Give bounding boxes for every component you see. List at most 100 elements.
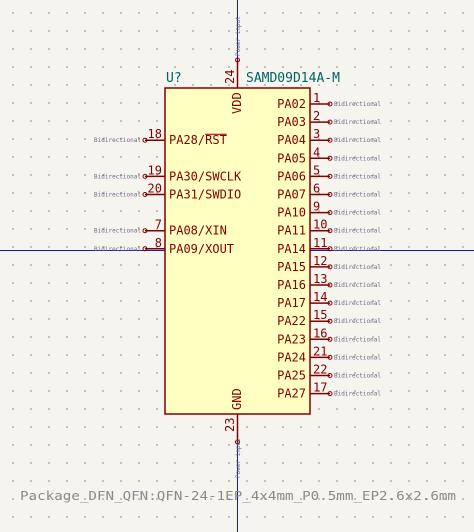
pin-type-top: Power input (235, 16, 242, 56)
pin-number: 22 (313, 363, 327, 377)
pin-number: 7 (155, 218, 162, 232)
pin-right-15[interactable]: 15 PA22 Bidirectional (277, 308, 381, 328)
pin-number: 13 (313, 272, 327, 286)
pin-end (327, 282, 333, 288)
pin-type: Bidirectional (334, 155, 381, 162)
pin-name: PA31/SWDIO (169, 188, 241, 202)
pin-type: Bidirectional (334, 173, 381, 180)
pin-type: Bidirectional (334, 354, 381, 361)
pin-name: PA15 (277, 260, 306, 274)
pin-type: Bidirectional (334, 192, 381, 199)
pin-type: Bidirectional (94, 137, 141, 144)
value-label[interactable]: SAMD09D14A-M (246, 71, 340, 86)
pin-name-top: VDD (230, 92, 244, 114)
pin-type: Bidirectional (334, 210, 381, 217)
pin-number: 2 (313, 109, 320, 123)
pin-number: 19 (148, 163, 162, 177)
pin-number: 15 (313, 308, 327, 322)
pin-name: PA10 (277, 206, 306, 220)
pin-end (327, 264, 333, 270)
pin-right-10[interactable]: 10 PA11 Bidirectional (277, 218, 381, 238)
pin-end (327, 173, 333, 179)
pin-end (327, 318, 333, 324)
pin-left-7[interactable]: 7 PA08/XIN Bidirectional (94, 218, 227, 238)
pin-name: PA24 (277, 350, 306, 364)
pin-end (142, 173, 148, 179)
pin-type: Bidirectional (334, 373, 381, 380)
pin-number: 4 (313, 145, 320, 159)
pin-type: Bidirectional (334, 246, 381, 253)
pin-right-6[interactable]: 6 PA07 Bidirectional (277, 182, 381, 202)
pin-name-bottom: GND (230, 388, 244, 410)
pin-top[interactable]: 24 VDD Power input (223, 16, 244, 114)
pin-type: Bidirectional (334, 318, 381, 325)
pin-end (327, 336, 333, 342)
pin-number: 5 (313, 163, 320, 177)
pin-type: Bidirectional (334, 228, 381, 235)
symbol-body[interactable] (164, 87, 311, 415)
pin-right-9[interactable]: 9 PA10 Bidirectional (277, 200, 381, 220)
pin-name: PA28/RST (169, 133, 227, 147)
pin-name: PA04 (277, 133, 306, 147)
pin-number: 6 (313, 182, 320, 196)
pin-bottom[interactable]: 23 GND Power input (223, 388, 244, 478)
pin-number-bottom: 23 (223, 418, 237, 432)
pin-name: PA23 (277, 332, 306, 346)
footprint-label[interactable]: Package_DFN_QFN:QFN-24-1EP_4x4mm_P0.5mm_… (20, 489, 456, 503)
pin-number: 14 (313, 290, 327, 304)
pin-type: Bidirectional (334, 336, 381, 343)
pin-name: PA08/XIN (169, 224, 227, 238)
pin-end (327, 354, 333, 360)
pin-type: Bidirectional (334, 391, 381, 398)
pin-name: PA17 (277, 296, 306, 310)
pin-name: PA05 (277, 151, 306, 165)
pin-right-16[interactable]: 16 PA23 Bidirectional (277, 326, 381, 346)
pin-right-17[interactable]: 17 PA27 Bidirectional (277, 381, 381, 401)
pin-number: 17 (313, 381, 327, 395)
pin-name: PA27 (277, 387, 306, 401)
pin-type: Bidirectional (334, 119, 381, 126)
pin-type: Bidirectional (94, 228, 141, 235)
pin-name: PA02 (277, 97, 306, 111)
pin-end (327, 137, 333, 143)
pin-number: 10 (313, 218, 327, 232)
pin-number: 9 (313, 200, 320, 214)
pin-number: 16 (313, 326, 327, 340)
pin-end (327, 101, 333, 107)
pin-end (327, 300, 333, 306)
pin-end (327, 210, 333, 216)
pin-name: PA11 (277, 224, 306, 238)
pin-number: 3 (313, 127, 320, 141)
pin-end (327, 228, 333, 234)
pin-name: PA07 (277, 188, 306, 202)
pin-type: Bidirectional (94, 192, 141, 199)
pin-name: PA30/SWCLK (169, 169, 242, 183)
pin-end-top (235, 57, 240, 63)
pin-end (327, 391, 333, 397)
pin-right-4[interactable]: 4 PA05 Bidirectional (277, 145, 381, 165)
pin-end (327, 119, 333, 125)
pin-end-bottom (235, 439, 240, 445)
reference-designator[interactable]: U? (166, 71, 182, 86)
pin-type-bottom: Power input (235, 438, 242, 478)
pin-name: PA16 (277, 278, 306, 292)
pin-end (327, 246, 333, 252)
pin-name: PA22 (277, 314, 306, 328)
